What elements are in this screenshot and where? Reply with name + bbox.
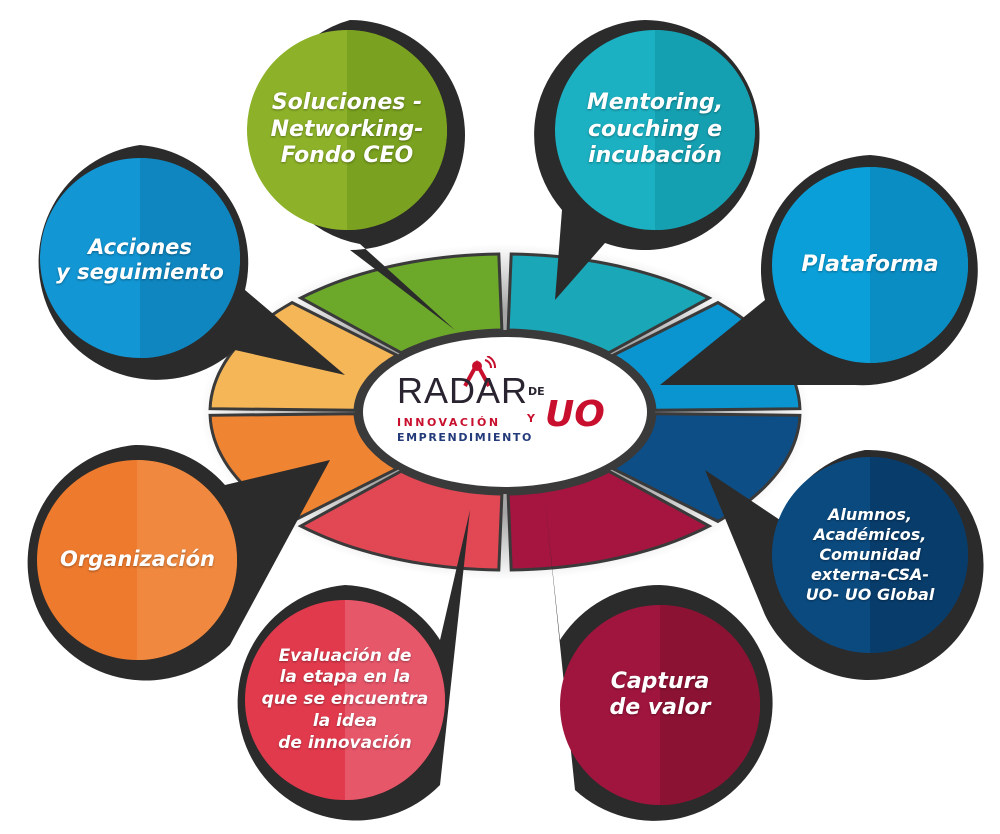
ring-segment-soluciones (297, 252, 504, 355)
antenna-icon (463, 356, 496, 387)
logo-innovacion-text: INNOVACIÓN (397, 416, 501, 429)
logo-y-text: Y (527, 412, 535, 425)
ring-segment-evaluacion (297, 469, 504, 572)
logo-de-text: DE (528, 385, 545, 398)
bubble-alumnos (705, 449, 984, 680)
ring-segment-alumnos (610, 412, 802, 524)
inner-logo-ellipse (363, 337, 647, 487)
radar-logo: RADAR DE INNOVACIÓN Y EMPRENDIMIENTO UO (385, 356, 625, 470)
bubble-captura (545, 500, 773, 821)
bubble-acciones (38, 145, 346, 380)
bubble-text-organizacion: Organización (60, 547, 215, 572)
bubble-text-plataforma: Plataforma (801, 251, 939, 277)
logo-emprendimiento-text: EMPRENDIMIENTO (397, 431, 533, 444)
logo-radar-text: RADAR (397, 370, 529, 411)
bubble-soluciones (247, 20, 465, 330)
bubble-mentoring (534, 20, 760, 300)
bubble-plataforma (660, 155, 978, 386)
bubble-text-soluciones: Soluciones -Networking-Fondo CEO (270, 90, 424, 169)
logo-uo-text: UO (545, 394, 605, 435)
bubble-evaluacion (237, 510, 470, 821)
bubble-organizacion (27, 444, 331, 681)
ring-segment-captura (506, 469, 713, 572)
